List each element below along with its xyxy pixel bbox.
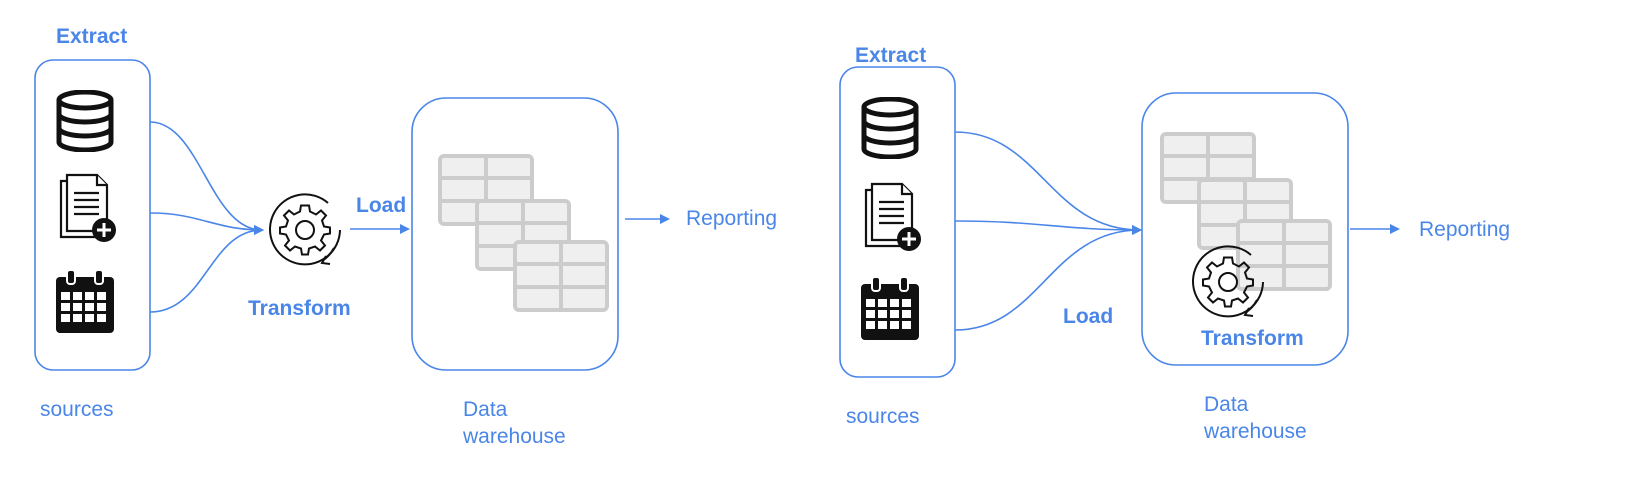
warehouse-label: Data warehouse bbox=[1204, 391, 1307, 445]
table-icon bbox=[513, 240, 609, 312]
flow-arrow bbox=[149, 212, 264, 235]
database-icon bbox=[864, 99, 916, 157]
database-icon bbox=[59, 92, 111, 150]
flow-arrow bbox=[149, 225, 264, 313]
left-sources-box bbox=[34, 59, 151, 371]
sources-label: sources bbox=[846, 405, 920, 428]
document-add-icon bbox=[864, 182, 922, 252]
extract-label: Extract bbox=[855, 44, 927, 67]
document-add-icon bbox=[59, 173, 117, 243]
right-warehouse-box bbox=[1141, 92, 1349, 366]
load-label: Load bbox=[356, 194, 407, 217]
flow-arrow bbox=[954, 131, 1142, 235]
sources-label: sources bbox=[40, 398, 114, 421]
calendar-icon bbox=[859, 275, 921, 342]
flow-arrow bbox=[954, 220, 1142, 235]
warehouse-label-line2: warehouse bbox=[463, 425, 566, 448]
warehouse-label: Data warehouse bbox=[463, 396, 566, 450]
transform-label: Transform bbox=[248, 297, 351, 320]
calendar-icon bbox=[54, 268, 116, 335]
warehouse-label-line1: Data bbox=[463, 398, 508, 421]
reporting-label: Reporting bbox=[1419, 218, 1511, 241]
extract-label: Extract bbox=[56, 25, 128, 48]
right-sources-box bbox=[839, 66, 956, 378]
flow-arrow bbox=[149, 121, 264, 235]
warehouse-label-line1: Data bbox=[1204, 393, 1249, 416]
warehouse-label-line2: warehouse bbox=[1204, 420, 1307, 443]
gear-cycle-icon bbox=[269, 193, 341, 266]
reporting-label: Reporting bbox=[686, 207, 778, 230]
left-warehouse-box bbox=[411, 97, 619, 371]
load-label: Load bbox=[1063, 305, 1114, 328]
transform-label: Transform bbox=[1201, 327, 1304, 350]
flow-arrow bbox=[954, 225, 1142, 331]
